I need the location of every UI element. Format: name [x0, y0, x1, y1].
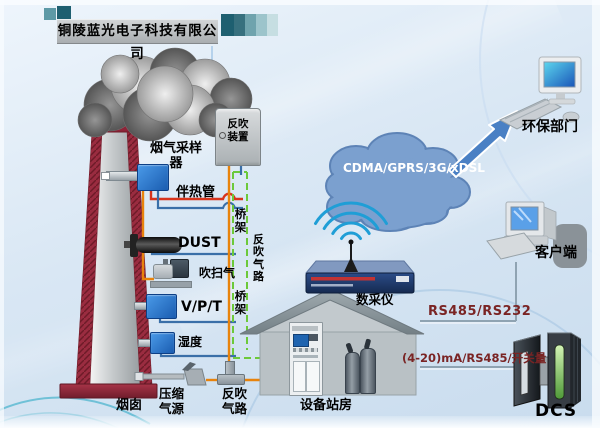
dcs-label: DCS [535, 401, 578, 421]
smoke-cloud-icon [77, 47, 253, 142]
chimney-label: 烟囱 [116, 398, 143, 413]
vpt-box-icon [146, 294, 177, 319]
purge-compressor-icon [150, 256, 192, 288]
dust-device-flange [130, 234, 138, 257]
station-house [239, 288, 425, 396]
comm-lines [420, 262, 517, 370]
humidity-label: 湿度 [178, 335, 203, 349]
header-accent-square [245, 14, 256, 36]
cloud-label: CDMA/GPRS/3G/xDSL [343, 161, 485, 175]
screw-icon [219, 132, 226, 139]
epa-computer-icon [498, 56, 582, 130]
blowback-device-box: 反吹装置 [215, 108, 261, 166]
heat-pipe-label: 伴热管 [176, 185, 216, 200]
analog-link-label: (4-20)mA/RS485/开关量 [402, 351, 547, 365]
dust-probe-stub [124, 241, 132, 248]
blowback-device-label: 反吹装置 [227, 118, 249, 144]
dcs-servers-icon [513, 332, 582, 409]
edge-fade [0, 416, 600, 428]
wifi-signal-icon [314, 201, 388, 240]
edge-fade [0, 0, 4, 428]
dust-device-icon [136, 237, 182, 253]
tee-connector-icon [217, 374, 245, 385]
network-cloud-shape [325, 132, 471, 232]
company-title: 铜陵蓝光电子科技有限公司 [57, 19, 218, 62]
air-gun-icon [134, 362, 207, 386]
epa-label: 环保部门 [522, 119, 578, 135]
purge-air-line [141, 188, 154, 281]
rs485-link-label: RS485/RS232 [428, 304, 532, 319]
client-label: 客户端 [535, 245, 577, 261]
header-accent-square [221, 14, 234, 36]
header-accent-square [57, 6, 71, 20]
humidity-box-icon [150, 332, 175, 354]
header-accent-square [44, 8, 56, 20]
dust-label: DUST [178, 235, 221, 251]
purge-label: 吹扫气 [199, 266, 236, 280]
house-label: 设备站房 [300, 398, 353, 413]
edge-fade [0, 0, 600, 5]
blowback-path-label-mid: 反吹气路 [253, 233, 264, 283]
header-accent-square [267, 14, 278, 36]
antenna-icon [314, 201, 388, 272]
header-accent-square [234, 14, 245, 36]
datalogger-box-icon [304, 260, 416, 294]
analyzer-cabinet-icon [289, 322, 323, 396]
tray-label-lower: 桥架 [234, 289, 247, 316]
air-source-label: 压缩气源 [158, 386, 184, 416]
gas-cylinder-icon [360, 348, 376, 394]
header-accent-square [256, 14, 267, 36]
blowback-path-label-bottom: 反吹气路 [221, 386, 247, 416]
gas-cylinder-icon [345, 352, 360, 394]
vpt-label: V/P/T [181, 299, 222, 315]
cable-tray [232, 171, 268, 359]
chimney [59, 124, 158, 399]
tray-label-upper: 桥架 [234, 207, 247, 234]
bg-arc [241, 289, 600, 428]
bg-arc [479, 0, 600, 258]
datalogger-label: 数采仪 [356, 292, 394, 307]
sampler-box-icon [137, 164, 169, 191]
edge-fade [592, 0, 600, 428]
sampler-probe-tip [101, 172, 110, 180]
client-computer-icon [486, 201, 587, 268]
sampler-label: 烟气采样器 [149, 141, 202, 171]
